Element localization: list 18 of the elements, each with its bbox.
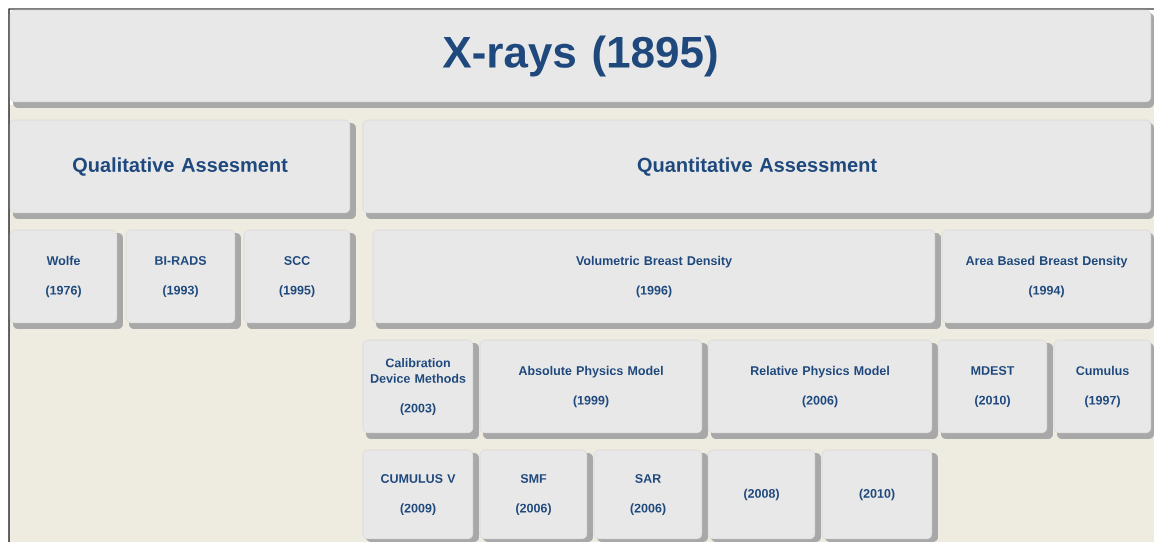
method-box: (2008) [707,449,821,542]
category-box: Qualitative Assesment [9,119,356,219]
method-box: Volumetric Breast Density (1996) [372,229,941,329]
method-box: (2010) [821,449,938,542]
method-box: BI-RADS (1993) [125,229,241,329]
method-box: Relative Physics Model (2006) [707,339,938,439]
method-box: SAR (2006) [593,449,708,542]
method-box: Area Based Breast Density (1994) [941,229,1154,329]
method-box: Absolute Physics Model (1999) [479,339,708,439]
method-box: Cumulus (1997) [1053,339,1154,439]
method-box: Calibration Device Methods (2003) [362,339,479,439]
method-box: SCC (1995) [243,229,356,329]
method-box: SMF (2006) [479,449,593,542]
method-box: MDEST (2010) [937,339,1053,439]
method-box: Wolfe (1976) [9,229,123,329]
method-box: CUMULUS V (2009) [362,449,479,542]
category-box: Quantitative Assessment [362,119,1154,219]
title-banner: X-rays (1895) [9,9,1154,108]
